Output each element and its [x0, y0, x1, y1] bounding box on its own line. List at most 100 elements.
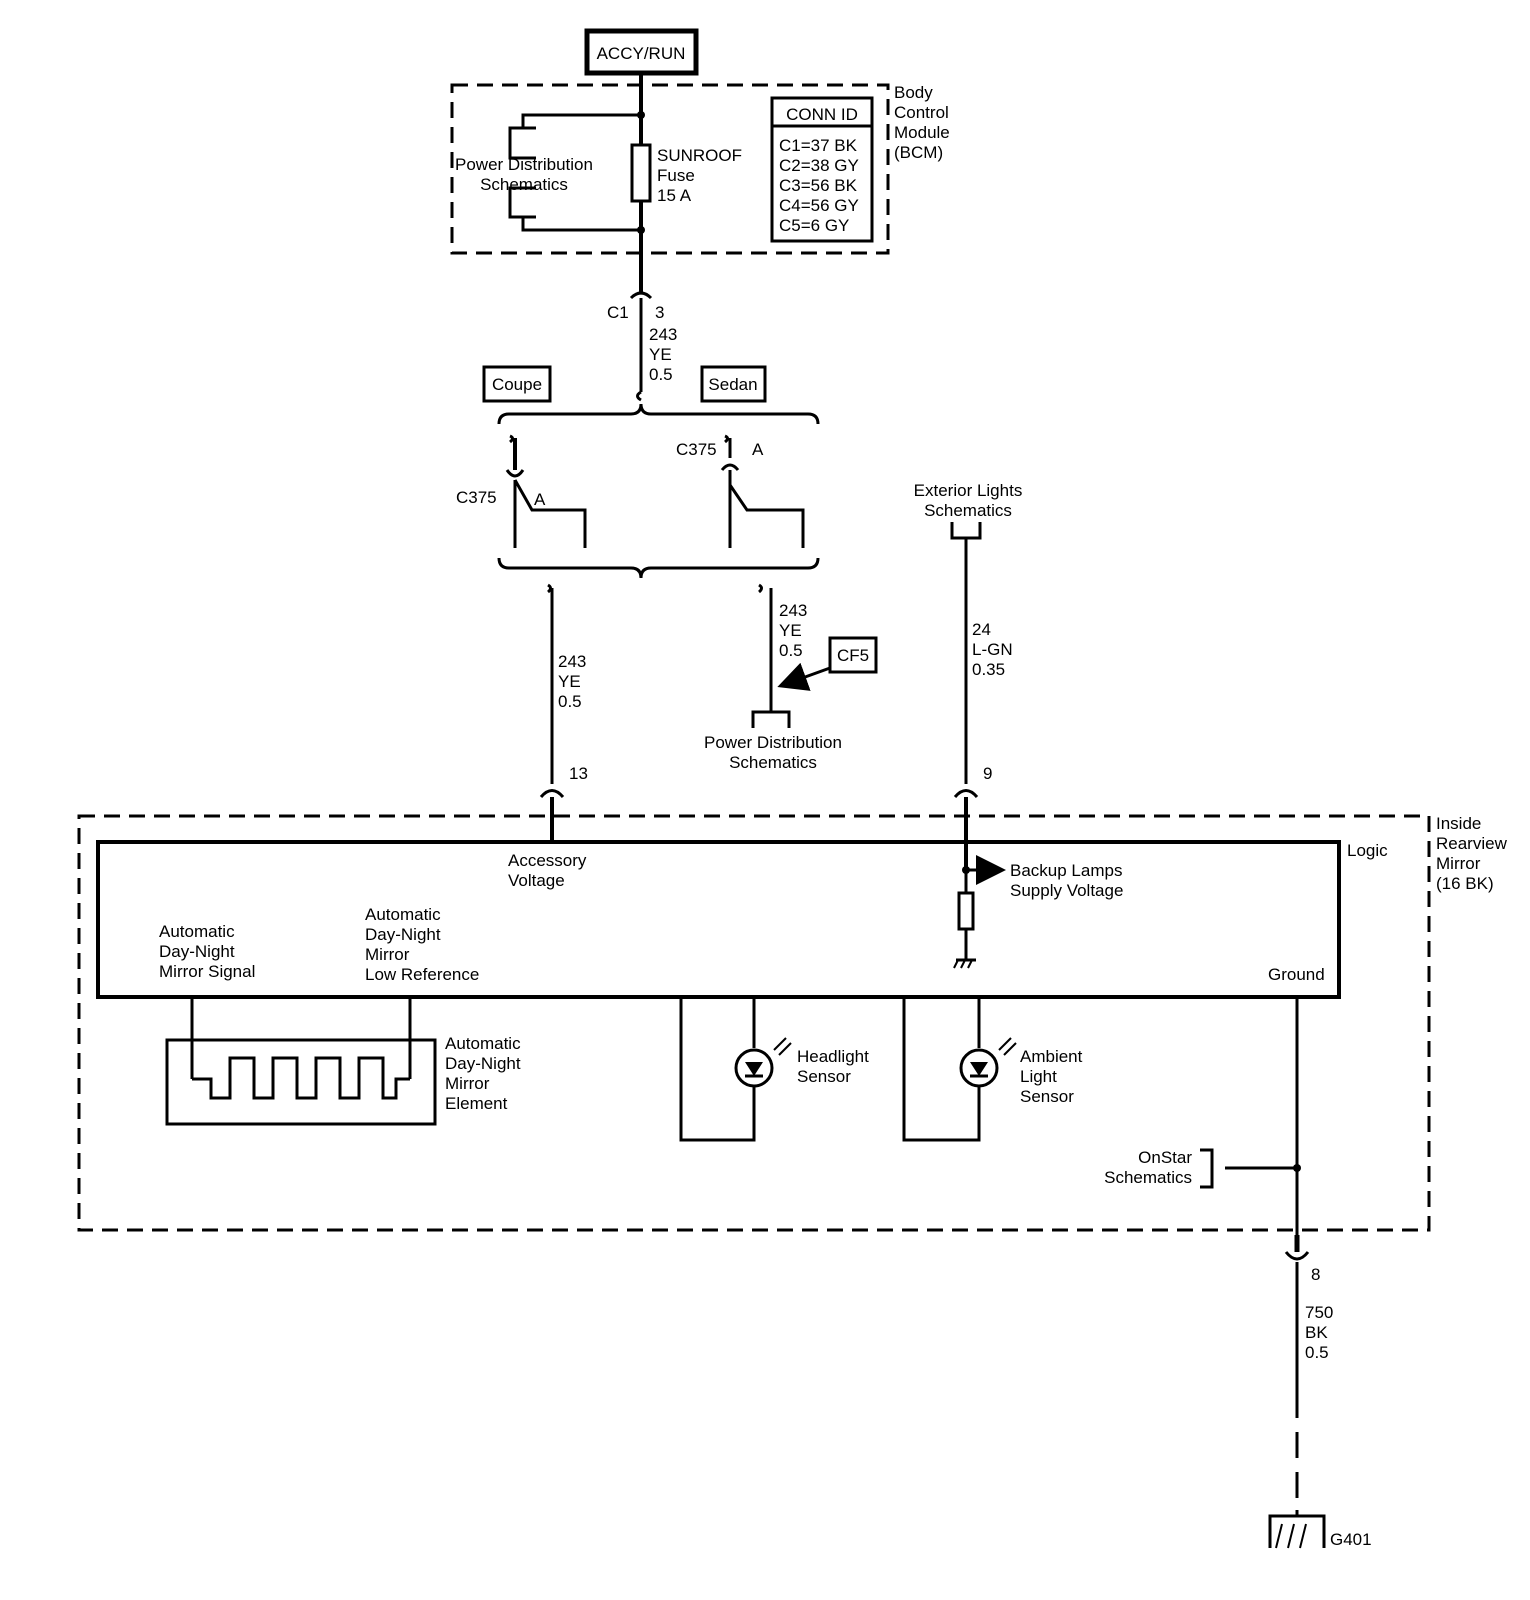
mirror-pin-8: 8 — [1284, 1235, 1320, 1284]
accessory-voltage-label: Accessory Voltage — [508, 851, 587, 890]
conn-id-table: CONN ID C1=37 BK C2=38 GY C3=56 BK C4=56… — [770, 96, 874, 243]
connector-c375-coupe: C375 A — [456, 434, 587, 548]
svg-text:13: 13 — [569, 764, 588, 783]
svg-text:Headlight: Headlight — [797, 1047, 869, 1066]
svg-text:Automatic: Automatic — [365, 905, 441, 924]
svg-text:0.5: 0.5 — [1305, 1343, 1329, 1362]
svg-text:Automatic: Automatic — [159, 922, 235, 941]
power-source-box: ACCY/RUN — [584, 28, 699, 76]
svg-text:Power Distribution: Power Distribution — [455, 155, 593, 174]
svg-text:C375: C375 — [456, 488, 497, 507]
svg-text:CONN ID: CONN ID — [786, 105, 858, 124]
bcm-name-label: Body Control Module (BCM) — [894, 83, 950, 162]
wire-sedan-to-power-distribution: 243 YE 0.5 Power Distribution Schematics — [704, 583, 842, 772]
ambient-light-sensor: Ambient Light Sensor — [902, 997, 1083, 1142]
svg-text:Mirror: Mirror — [1436, 854, 1481, 873]
svg-text:L-GN: L-GN — [972, 640, 1013, 659]
svg-text:Sensor: Sensor — [797, 1067, 851, 1086]
connector-c1: C1 3 — [607, 291, 664, 392]
ground-circuit: OnStar Schematics — [1104, 997, 1301, 1252]
svg-text:A: A — [534, 490, 546, 509]
svg-text:YE: YE — [779, 621, 802, 640]
variant-brace-bottom — [497, 557, 820, 579]
svg-text:Rearview: Rearview — [1436, 834, 1508, 853]
svg-text:C1=37 BK: C1=37 BK — [779, 136, 858, 155]
variant-sedan-box: Sedan — [700, 365, 767, 403]
svg-text:243: 243 — [649, 325, 677, 344]
power-source-label: ACCY/RUN — [597, 44, 686, 63]
exterior-lights-reference: Exterior Lights Schematics 24 L-GN 0.35 — [914, 481, 1023, 784]
svg-text:Element: Element — [445, 1094, 508, 1113]
svg-text:Automatic: Automatic — [445, 1034, 521, 1053]
svg-text:Day-Night: Day-Night — [445, 1054, 521, 1073]
ground-g401-label: G401 — [1330, 1530, 1372, 1549]
wire-label-main: 243 YE 0.5 — [649, 325, 677, 384]
variant-brace-top — [497, 403, 820, 425]
svg-text:SUNROOF: SUNROOF — [657, 146, 742, 165]
headlight-sensor: Headlight Sensor — [679, 997, 869, 1142]
svg-text:Schematics: Schematics — [1104, 1168, 1192, 1187]
mirror-element: Automatic Day-Night Mirror Element — [165, 997, 521, 1126]
svg-text:C3=56 BK: C3=56 BK — [779, 176, 858, 195]
svg-text:Day-Night: Day-Night — [365, 925, 441, 944]
svg-text:(16 BK): (16 BK) — [1436, 874, 1494, 893]
svg-text:(BCM): (BCM) — [894, 143, 943, 162]
svg-text:CF5: CF5 — [837, 646, 869, 665]
svg-text:0.35: 0.35 — [972, 660, 1005, 679]
logic-box — [96, 840, 1341, 999]
ground-label: Ground — [1268, 965, 1325, 984]
svg-text:A: A — [752, 440, 764, 459]
svg-text:YE: YE — [558, 672, 581, 691]
svg-text:Schematics: Schematics — [480, 175, 568, 194]
svg-text:Module: Module — [894, 123, 950, 142]
backup-lamps-circuit: Backup Lamps Supply Voltage — [953, 855, 1123, 969]
svg-text:Power Distribution: Power Distribution — [704, 733, 842, 752]
bcm-power-distribution-reference: Power Distribution Schematics — [455, 113, 641, 232]
svg-text:0.5: 0.5 — [649, 365, 673, 384]
mirror-name-label: Inside Rearview Mirror (16 BK) — [1436, 814, 1508, 893]
logic-label: Logic — [1347, 841, 1388, 860]
ground-g401-symbol: G401 — [1268, 1510, 1372, 1549]
mirror-pin-9: 9 — [953, 764, 992, 870]
svg-text:Sensor: Sensor — [1020, 1087, 1074, 1106]
svg-text:YE: YE — [649, 345, 672, 364]
cf5-callout: CF5 — [777, 636, 878, 691]
svg-text:Control: Control — [894, 103, 949, 122]
svg-text:Fuse: Fuse — [657, 166, 695, 185]
svg-text:Mirror Signal: Mirror Signal — [159, 962, 255, 981]
svg-text:Sedan: Sedan — [708, 375, 757, 394]
svg-text:Ambient: Ambient — [1020, 1047, 1083, 1066]
svg-text:Mirror: Mirror — [365, 945, 410, 964]
svg-text:9: 9 — [983, 764, 992, 783]
svg-text:Accessory: Accessory — [508, 851, 587, 870]
svg-text:C2=38 GY: C2=38 GY — [779, 156, 859, 175]
connector-c375-sedan: C375 A — [676, 434, 805, 548]
svg-text:0.5: 0.5 — [558, 692, 582, 711]
svg-text:24: 24 — [972, 620, 991, 639]
svg-text:Exterior Lights: Exterior Lights — [914, 481, 1023, 500]
svg-text:Body: Body — [894, 83, 933, 102]
low-reference-label: Automatic Day-Night Mirror Low Reference — [365, 905, 479, 984]
wire-coupe-to-mirror: 243 YE 0.5 — [547, 583, 586, 784]
svg-text:Supply Voltage: Supply Voltage — [1010, 881, 1123, 900]
svg-text:8: 8 — [1311, 1265, 1320, 1284]
variant-coupe-box: Coupe — [482, 365, 552, 403]
svg-text:Low Reference: Low Reference — [365, 965, 479, 984]
svg-text:3: 3 — [655, 303, 664, 322]
svg-text:C1: C1 — [607, 303, 629, 322]
svg-text:C375: C375 — [676, 440, 717, 459]
svg-text:Mirror: Mirror — [445, 1074, 490, 1093]
svg-text:Day-Night: Day-Night — [159, 942, 235, 961]
svg-text:Voltage: Voltage — [508, 871, 565, 890]
mirror-module-box — [77, 814, 1431, 1232]
svg-text:Schematics: Schematics — [924, 501, 1012, 520]
svg-text:C4=56 GY: C4=56 GY — [779, 196, 859, 215]
svg-text:OnStar: OnStar — [1138, 1148, 1192, 1167]
svg-text:BK: BK — [1305, 1323, 1328, 1342]
svg-text:243: 243 — [779, 601, 807, 620]
svg-text:Schematics: Schematics — [729, 753, 817, 772]
mirror-pin-13: 13 — [539, 764, 588, 842]
svg-text:Backup Lamps: Backup Lamps — [1010, 861, 1122, 880]
svg-text:15 A: 15 A — [657, 186, 692, 205]
